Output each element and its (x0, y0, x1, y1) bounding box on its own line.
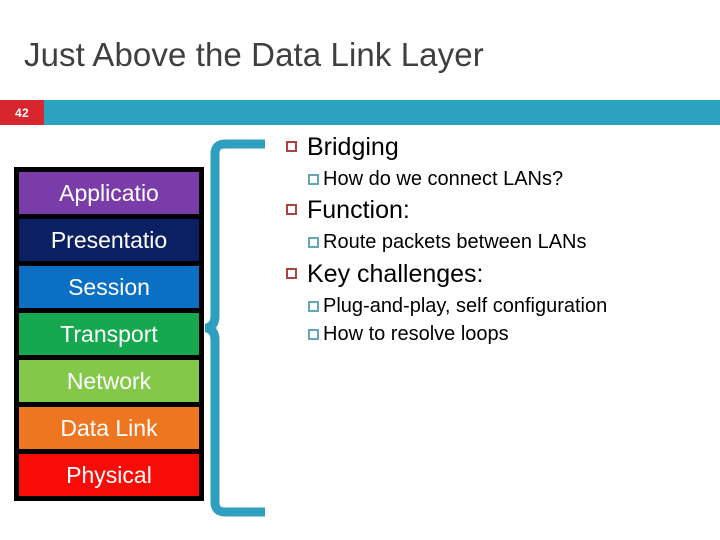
bullet-item-level2: How do we connect LANs? (286, 166, 714, 192)
bullet-square-teal-icon (308, 174, 319, 185)
bullet-square-red-icon (286, 267, 297, 279)
osi-layer: Data Link (19, 407, 199, 449)
osi-layer: Session (19, 266, 199, 308)
bullet-text: Bridging (307, 133, 399, 161)
bullet-square-red-icon (286, 204, 297, 216)
bullet-square-teal-icon (308, 237, 319, 249)
page-title: Just Above the Data Link Layer (24, 36, 484, 73)
osi-layer: Applicatio (19, 172, 199, 214)
osi-layer: Network (19, 360, 199, 402)
brace-pointer-icon (205, 139, 265, 517)
accent-bar (0, 100, 720, 125)
bullet-text: Function: (307, 196, 410, 225)
bullet-square-teal-icon (308, 300, 319, 312)
osi-layer: Transport (19, 313, 199, 355)
bullet-text: Route packets between LANs (323, 231, 587, 254)
bullet-item-level2: Plug-and-play, self configuration (286, 293, 714, 319)
bullet-item-level1: Bridging (286, 131, 714, 164)
bullet-square-teal-icon (308, 329, 319, 341)
bullet-text: How do we connect LANs? (323, 168, 564, 190)
slide-number-badge: 42 (0, 100, 44, 125)
bullet-item-level2: Route packets between LANs (286, 229, 714, 255)
bullet-item-level2: How to resolve loops (286, 321, 714, 347)
bullet-item-level1: Key challenges: (286, 258, 714, 291)
bullet-text: Key challenges: (307, 259, 484, 288)
bullet-text: How to resolve loops (323, 323, 509, 346)
osi-layer: Presentatio (19, 219, 199, 261)
bullet-square-red-icon (286, 141, 297, 152)
osi-layer: Physical (19, 454, 199, 496)
bullet-text: Plug-and-play, self configuration (323, 294, 608, 317)
bullet-item-level1: Function: (286, 194, 714, 227)
